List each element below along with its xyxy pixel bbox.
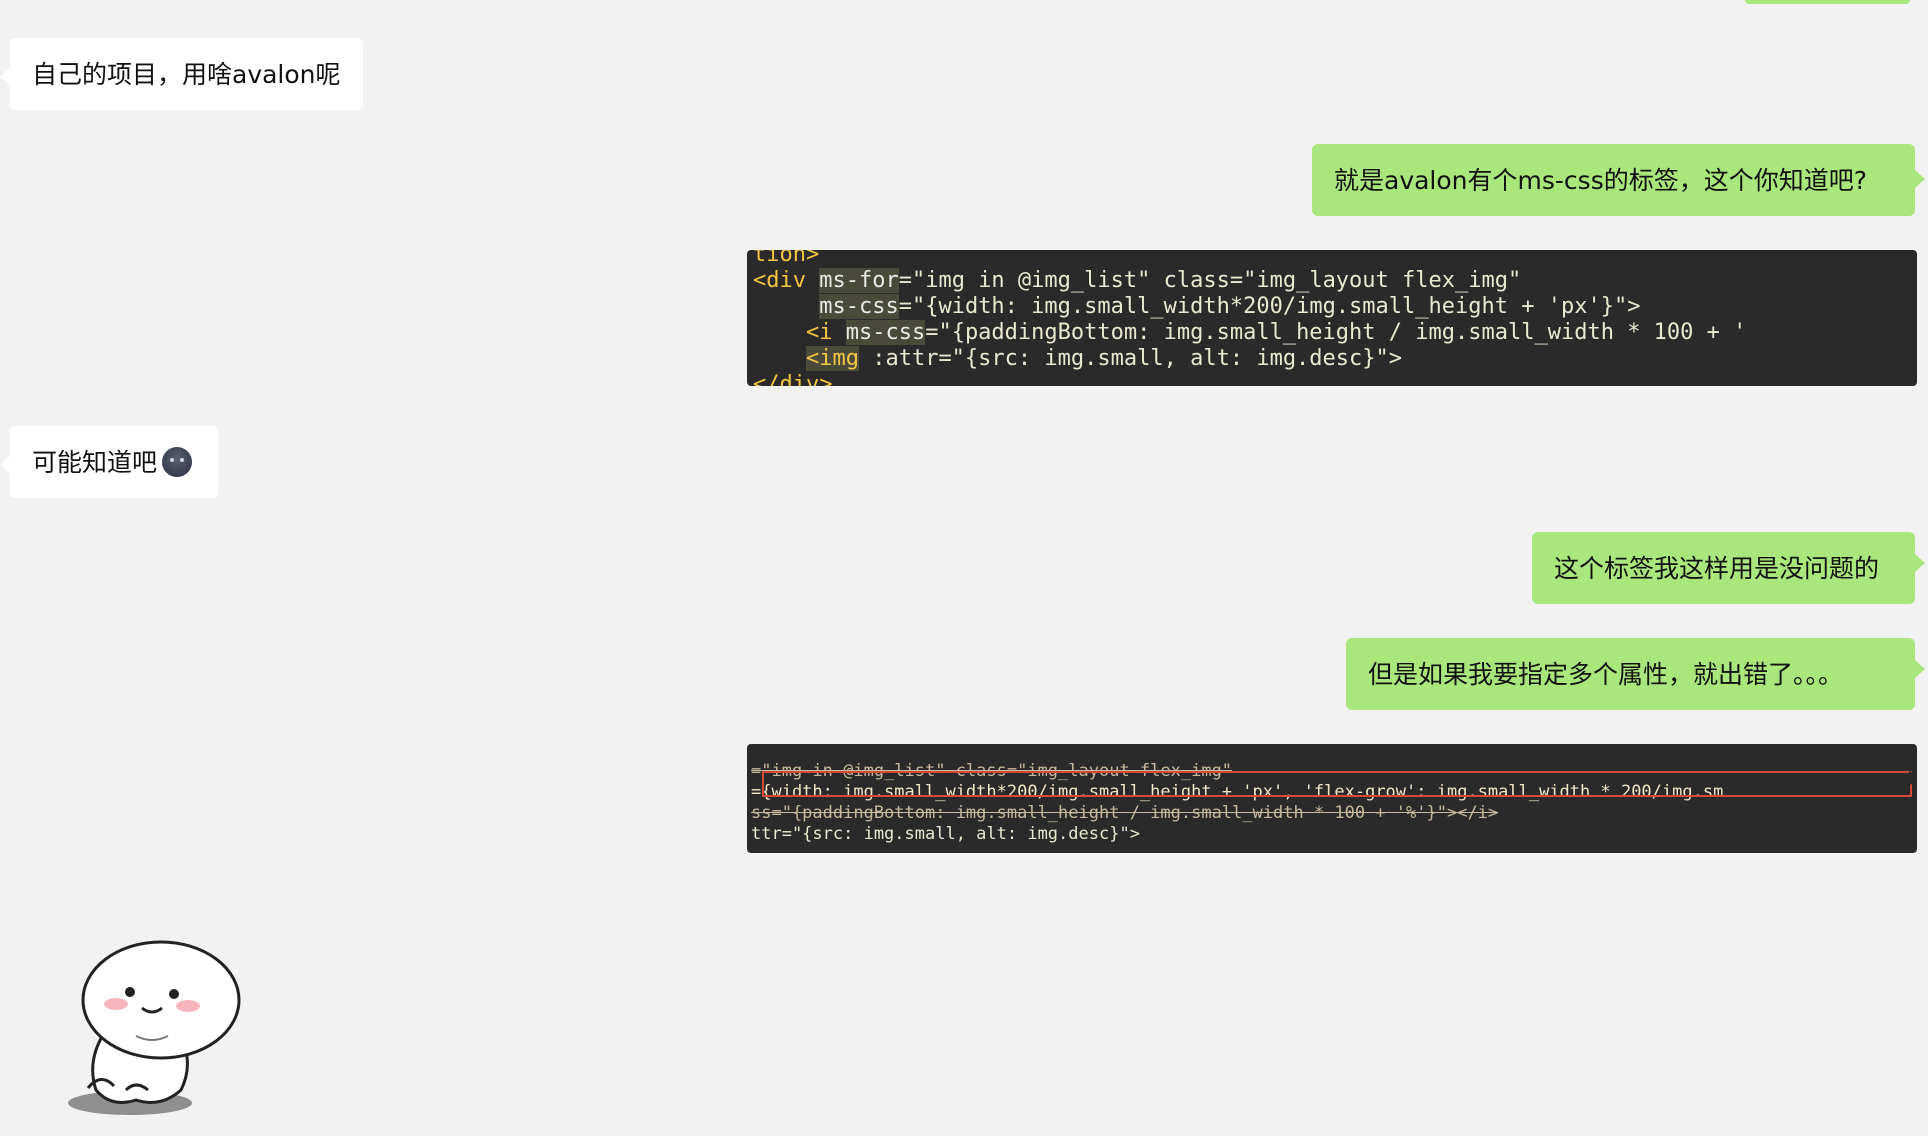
message-bubble-top-partial xyxy=(1745,0,1910,4)
code-line: <div ms-for="img in @img_list" class="im… xyxy=(753,268,1522,293)
message-bubble-self[interactable]: 但是如果我要指定多个属性，就出错了。。。 xyxy=(1346,638,1925,710)
code-line: <img :attr="{src: img.small, alt: img.de… xyxy=(805,346,1403,371)
code-line: ss="{paddingBottom: img.small_height / i… xyxy=(751,803,1499,823)
code-screenshot-image[interactable]: ="img in @img_list" class="img_layout fl… xyxy=(747,744,1917,853)
code-line: <i ms-css="{paddingBottom: img.small_hei… xyxy=(753,320,1747,345)
code-line-highlighted: ={width: img.small_width*200/img.small_h… xyxy=(751,782,1724,802)
emoji-face-icon xyxy=(162,447,193,477)
message-bubble-other[interactable]: 自己的项目，用啥avalon呢 xyxy=(0,38,363,110)
message-text: 但是如果我要指定多个属性，就出错了。。。 xyxy=(1368,659,1844,689)
code-line: ms-css="{width: img.small_width*200/img.… xyxy=(819,294,1641,319)
message-text: 可能知道吧 xyxy=(32,447,158,477)
message-text: 自己的项目，用啥avalon呢 xyxy=(32,59,341,89)
message-bubble-self[interactable]: 这个标签我这样用是没问题的 xyxy=(1532,532,1925,604)
sticker-cartoon-icon[interactable] xyxy=(66,940,246,1120)
code-line: ttr="{src: img.small, alt: img.desc}"> xyxy=(751,824,1140,844)
code-line: </div> xyxy=(753,372,833,386)
message-bubble-self[interactable]: 就是avalon有个ms-css的标签，这个你知道吧? xyxy=(1312,144,1925,216)
message-bubble-other[interactable]: 可能知道吧 xyxy=(0,426,218,498)
message-text: 这个标签我这样用是没问题的 xyxy=(1554,553,1880,583)
highlight-box xyxy=(762,771,1912,797)
message-text: 就是avalon有个ms-css的标签，这个你知道吧? xyxy=(1334,165,1867,195)
code-screenshot-image[interactable]: tion> <div ms-for="img in @img_list" cla… xyxy=(747,250,1917,386)
code-line: tion> xyxy=(753,250,820,267)
